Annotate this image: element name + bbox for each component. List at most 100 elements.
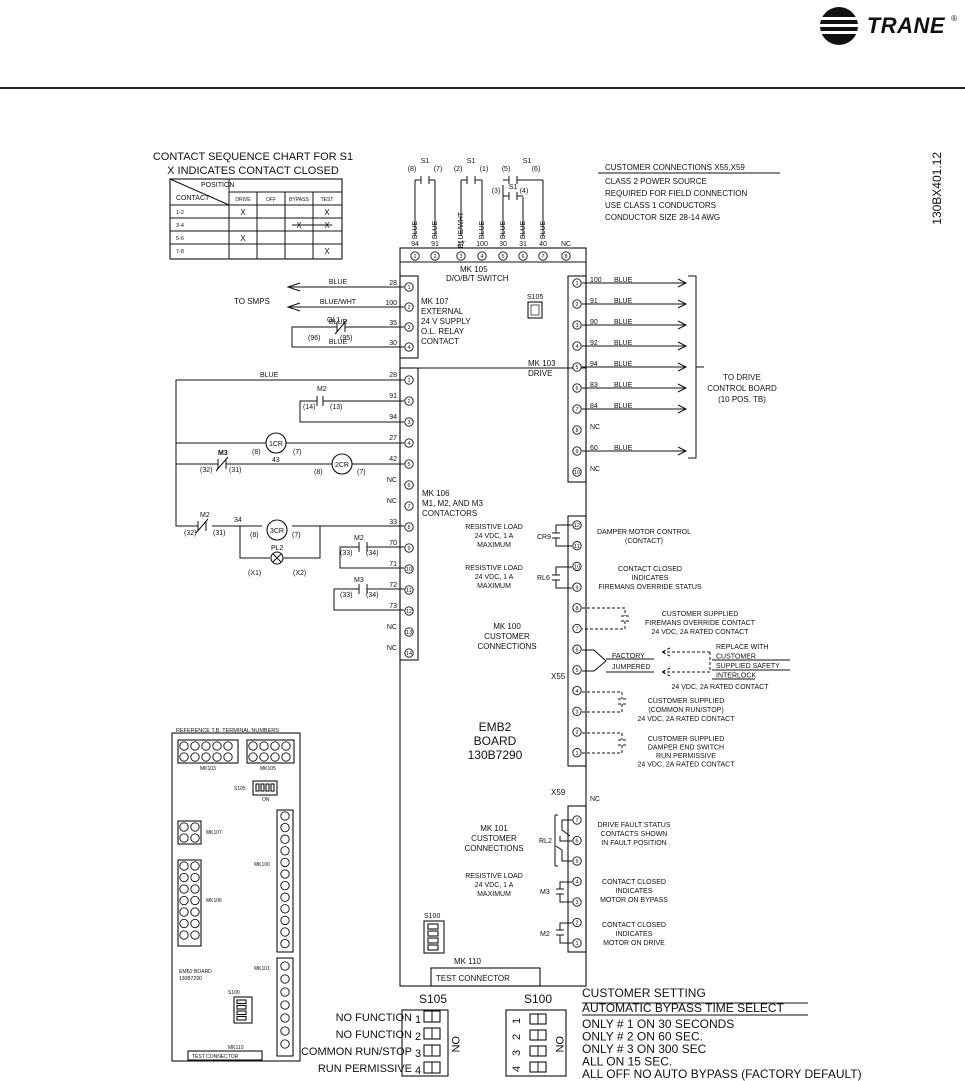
ref-mk106-b-4-circle <box>190 907 200 917</box>
m2-low-pin-32: (32) <box>184 530 196 537</box>
mk100-terminal-2: 2 <box>575 730 578 736</box>
mk101-terminal-3: 3 <box>575 900 578 906</box>
mk103-terminal-8: 8 <box>575 428 578 434</box>
mk106-terminal-1-circle <box>404 375 414 385</box>
replace-underline <box>712 659 790 680</box>
common-run-2: 24 VDC, 2A RATED CONTACT <box>638 716 736 723</box>
mk103-num-3: 92 <box>590 340 598 347</box>
customer-connections-note: CUSTOMER CONNECTIONS X55,X59 CLASS 2 POW… <box>598 163 780 222</box>
mk100-terminal-5: 5 <box>575 668 578 674</box>
replace-line-0: REPLACE WITH <box>716 644 769 651</box>
s1-contact-3: (1) <box>480 166 489 173</box>
m2-top-label: M2 <box>317 386 327 393</box>
cr9-label: CR9 <box>537 534 551 541</box>
fault-0: DRIVE FAULT STATUS <box>598 822 671 829</box>
mk106-num-11: 73 <box>389 603 397 610</box>
ref-mk105-b-1-circle <box>259 752 269 762</box>
mk100-line-3: CONNECTIONS <box>477 642 536 651</box>
factory-label: FACTORY <box>612 653 645 660</box>
pl2-loop <box>239 526 321 559</box>
mk103-num-1: 91 <box>590 298 598 305</box>
mk103-num-8: 60 <box>590 445 598 452</box>
mk100-terminal-10: 10 <box>574 565 580 571</box>
mk103-terminal-8-circle <box>572 425 582 435</box>
mk106-num-8: 70 <box>389 540 397 547</box>
rl2-contact <box>555 819 572 862</box>
mk101-terminal-6-circle <box>572 835 582 846</box>
s105-setting-num-1: 2 <box>415 1031 421 1043</box>
bypass-title-2: AUTOMATIC BYPASS TIME SELECT <box>582 1001 784 1015</box>
chart-cell-0-0: X <box>240 208 246 217</box>
to-drive-1: TO DRIVE <box>723 373 761 382</box>
m3-pin-32: (32) <box>200 467 212 474</box>
ref-mk101-5-circle <box>280 1026 290 1036</box>
s105-settings-box <box>401 1009 449 1077</box>
mk103-terminal-7-circle <box>572 404 582 414</box>
ref-mk107-a-0-circle <box>179 822 189 832</box>
mk103-num-0: 100 <box>590 277 602 284</box>
m3-pin-31: (31) <box>229 467 241 474</box>
ref-mk106-b-1-circle <box>190 872 200 883</box>
mk106-num-2: 94 <box>389 414 397 421</box>
mk103-terminal-7: 7 <box>575 407 578 413</box>
mk106-terminal-5: 5 <box>407 462 410 468</box>
ref-mk105-a-3-circle <box>281 741 291 751</box>
ref-s100-slot-3 <box>236 1015 247 1021</box>
mk101-m2-label: M2 <box>540 931 550 938</box>
s100-board-slot-3 <box>427 944 439 951</box>
s100-setting-num-3: 4 <box>511 1066 523 1072</box>
mk107-wire-color-3: BLUE <box>329 339 348 346</box>
ref-mk106-b-2-circle <box>190 884 200 894</box>
mk101-terminal-2: 2 <box>575 921 578 927</box>
chart-title-1: CONTACT SEQUENCE CHART FOR S1 <box>153 151 353 163</box>
cr3-coil <box>266 519 288 541</box>
ref-s105-slot-3 <box>270 783 275 792</box>
s1-contact-0: (8) <box>408 166 417 173</box>
ref-mk110-label: MK110 <box>228 1045 244 1051</box>
ref-mk101-1-circle <box>280 974 290 984</box>
mk106-terminal-8: 8 <box>407 525 410 531</box>
mk106-blue-label: BLUE <box>260 372 279 379</box>
fault-1: CONTACTS SHOWN <box>601 831 668 838</box>
fireman-contact-wire <box>582 607 629 630</box>
ref-mk105-b-3-circle <box>281 752 291 762</box>
mk100-terminal-7: 7 <box>575 627 578 633</box>
bypass-line-4: ALL OFF NO AUTO BYPASS (FACTORY DEFAULT) <box>582 1067 862 1081</box>
mk106-num-7: 33 <box>389 519 397 526</box>
mk103-arrow-4 <box>582 362 688 372</box>
cr3-label: 3CR <box>270 528 284 535</box>
ref-s105-slot-0 <box>255 783 260 792</box>
mk100-terminal-11: 11 <box>574 544 580 550</box>
mk101-m2-contact <box>556 922 572 944</box>
s105-setting-label-3: RUN PERMISSIVE <box>318 1063 412 1075</box>
contact-sequence-chart: CONTACT SEQUENCE CHART FOR S1 X INDICATE… <box>153 151 353 260</box>
cr3-pin-8: (8) <box>250 532 259 539</box>
pl2-pin-x2: (X2) <box>293 570 306 577</box>
ref-board-1: EMB2 BOARD <box>179 969 212 975</box>
chart-cell-3-3: X <box>324 247 330 256</box>
fireman-status-1: INDICATES <box>632 575 669 582</box>
mk105-wire-number-5: 31 <box>519 241 527 248</box>
drive-2: MOTOR ON DRIVE <box>603 940 665 947</box>
mk101-terminal-5: 5 <box>575 859 578 865</box>
ref-mk103-b-4-circle <box>223 752 233 762</box>
mk107-wire-num-3: 30 <box>389 340 397 347</box>
mk103-num-7: NC <box>590 424 600 431</box>
ref-mk106-a-2-circle <box>179 884 189 894</box>
fault-2: IN FAULT POSITION <box>601 840 666 847</box>
ref-mk100-4-circle <box>280 857 290 868</box>
cr2-pin-7: (7) <box>357 469 366 476</box>
ref-mk101-0-circle <box>280 961 290 971</box>
damper-end-3: 24 VDC, 2A RATED CONTACT <box>638 762 736 769</box>
s105-setting-num-2: 3 <box>415 1048 421 1060</box>
s1-contact-1: (7) <box>434 166 443 173</box>
mk103-terminal-3-circle <box>572 320 582 330</box>
rl2-bracket <box>554 814 558 867</box>
s1-contact-b <box>461 176 482 184</box>
mk103-color-3: BLUE <box>614 340 633 347</box>
ref-mk103-b-0-circle <box>179 752 189 762</box>
s1-contact-7: (4) <box>520 188 529 195</box>
